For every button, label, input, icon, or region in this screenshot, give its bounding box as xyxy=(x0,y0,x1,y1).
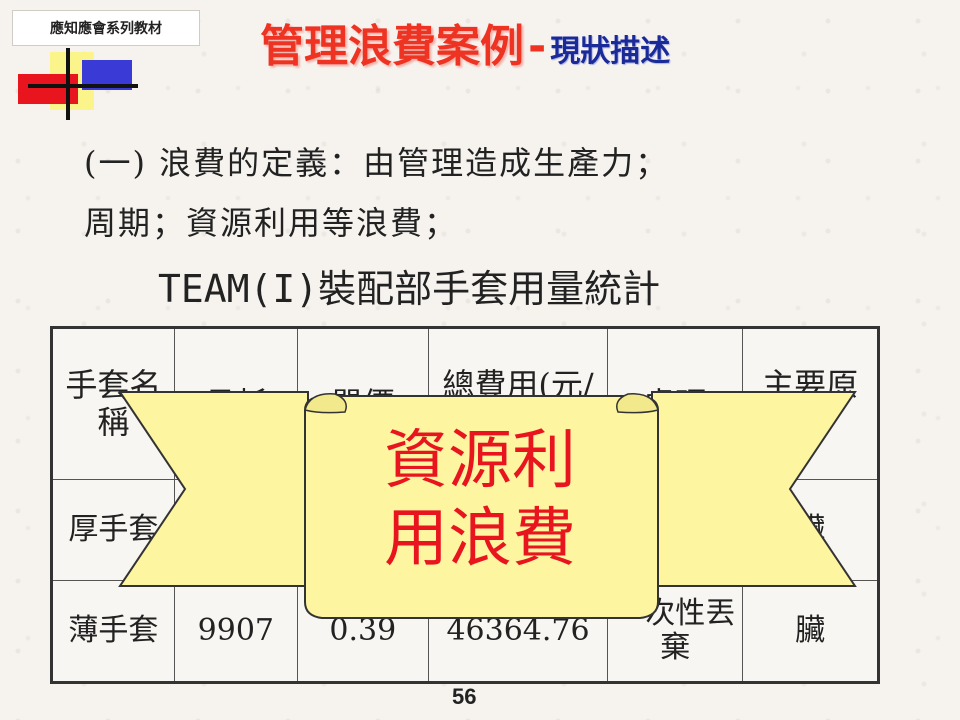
banner-line-2: 用浪費 xyxy=(384,502,576,576)
cell-main-reason: 臟 xyxy=(742,580,879,683)
cell-glove-name: 薄手套 xyxy=(51,580,175,683)
definition-line-2: 周期；資源利用等浪費； xyxy=(84,204,459,242)
slide-title: 管理浪費案例 - 現狀描述 xyxy=(260,10,670,74)
banner-line-1: 資源利 xyxy=(384,424,576,498)
series-tag: 應知應會系列教材 xyxy=(12,10,200,46)
definition-line-1: (一) 浪費的定義：由管理造成生產力； xyxy=(84,144,670,182)
table-title: TEAM(I)裝配部手套用量統計 xyxy=(158,267,661,311)
banner-text: 資源利 用浪費 xyxy=(330,422,630,578)
title-main: 管理浪費案例 xyxy=(260,21,524,72)
page-number: 56 xyxy=(452,684,477,709)
title-sub: 現狀描述 xyxy=(550,34,671,69)
logo-cross-icon xyxy=(18,48,138,120)
title-dash: - xyxy=(528,21,547,72)
cell-monthly-usage: 9907 xyxy=(173,580,298,683)
